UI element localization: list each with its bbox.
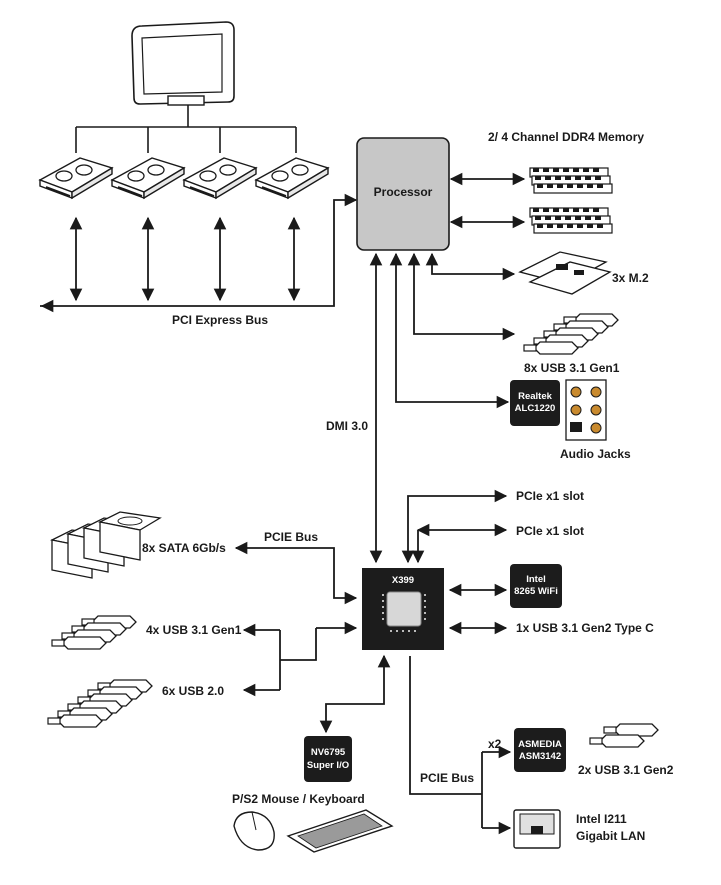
usb-left-connections	[242, 621, 358, 697]
audio-jacks-label: Audio Jacks	[560, 447, 631, 461]
m2-label: 3x M.2	[612, 271, 649, 285]
m2-connection	[425, 252, 516, 281]
audio-connection	[389, 252, 510, 409]
x2-label: x2	[488, 737, 502, 751]
memory-label: 2/ 4 Channel DDR4 Memory	[488, 130, 644, 144]
lan-label-line1: Intel I211	[576, 812, 627, 826]
usb20-sticks-icon	[47, 679, 153, 728]
usb-cpu-connection	[407, 252, 516, 341]
intel-wifi-line1: Intel	[526, 574, 546, 585]
pcie-bus-left-label: PCIE Bus	[264, 530, 318, 544]
graphics-card-icon	[255, 157, 329, 199]
audio-jacks-icon	[565, 379, 607, 441]
super-io-line1: NV6795	[311, 747, 346, 758]
super-io-line2: Super I/O	[307, 760, 349, 771]
usb-type-c-label: 1x USB 3.1 Gen2 Type C	[516, 621, 654, 635]
usb-cpu-label: 8x USB 3.1 Gen1	[524, 361, 620, 375]
pcie-slot-1-label: PCIe x1 slot	[516, 489, 584, 503]
intel-wifi-line2: 8265 WiFi	[514, 586, 558, 597]
realtek-chip	[510, 380, 560, 426]
realtek-chip-line1: Realtek	[518, 391, 553, 402]
monitor-connection	[75, 105, 297, 153]
dmi-label: DMI 3.0	[326, 419, 368, 433]
x399-chipset	[362, 568, 444, 650]
ps2-label: P/S2 Mouse / Keyboard	[232, 792, 365, 806]
pcie-bus-bottom-connection	[409, 656, 512, 835]
asmedia-chip	[514, 728, 566, 772]
sata-connection	[234, 541, 358, 605]
usb31-gen1-sticks-icon	[51, 615, 137, 650]
usb-sticks-icon	[523, 313, 619, 355]
monitor-icon	[131, 21, 235, 106]
pcie-bus-bottom-label: PCIE Bus	[420, 771, 474, 785]
realtek-chip-line2: ALC1220	[515, 403, 556, 414]
keyboard-icon	[286, 809, 394, 853]
graphics-card-icon	[183, 157, 257, 199]
usb31-gen2-sticks-icon	[589, 723, 659, 748]
intel-wifi-chip	[510, 564, 562, 608]
pci-express-bus-line	[40, 193, 358, 313]
pcie-slot-2-label: PCIe x1 slot	[516, 524, 584, 538]
graphics-card-icon	[111, 157, 185, 199]
lan-label-line2: Gigabit LAN	[576, 829, 645, 843]
usb20-label: 6x USB 2.0	[162, 684, 224, 698]
asmedia-line1: ASMEDIA	[518, 739, 562, 750]
gpu-bus-arrows	[69, 216, 301, 302]
m2-ssd-icon	[518, 251, 612, 295]
memory-arrows	[449, 172, 526, 229]
processor-label: Processor	[374, 185, 433, 199]
memory-modules-icon	[528, 166, 614, 195]
asmedia-line2: ASM3142	[519, 751, 561, 762]
graphics-card-icon	[39, 157, 113, 199]
sata-label: 8x SATA 6Gb/s	[142, 541, 226, 555]
super-io-connection	[319, 654, 391, 734]
x399-label: X399	[392, 575, 414, 586]
mouse-icon	[233, 811, 275, 851]
pci-express-bus-label: PCI Express Bus	[172, 313, 268, 327]
lan-port-icon	[513, 809, 561, 849]
memory-modules-icon	[528, 206, 614, 235]
usb31-gen1-label: 4x USB 3.1 Gen1	[146, 623, 242, 637]
pcie-slot-connections	[401, 489, 508, 564]
processor-box	[356, 137, 450, 251]
usb31-gen2-label: 2x USB 3.1 Gen2	[578, 763, 674, 777]
super-io-chip	[304, 736, 352, 782]
